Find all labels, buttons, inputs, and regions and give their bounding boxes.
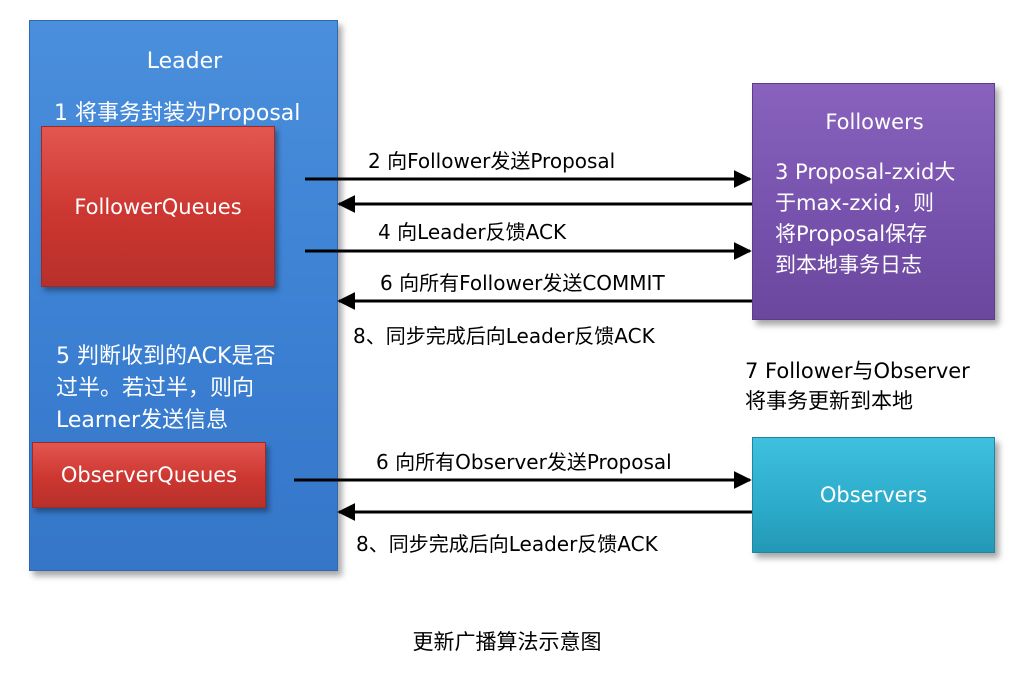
followers-title: Followers <box>825 110 924 134</box>
label-arrow-4: 4 向Leader反馈ACK <box>378 220 567 244</box>
follower-queues-label: FollowerQueues <box>74 194 242 219</box>
observers-title: Observers <box>819 483 928 507</box>
leader-step1-text: 1 将事务封装为Proposal <box>54 101 301 126</box>
leader-title: Leader <box>146 49 223 74</box>
label-arrow-6-follower: 6 向所有Follower发送COMMIT <box>380 271 665 295</box>
follower-queues-box: FollowerQueues <box>41 126 275 287</box>
label-arrow-8-follower: 8、同步完成后向Leader反馈ACK <box>353 324 655 348</box>
observer-queues-box: ObserverQueues <box>32 442 266 508</box>
observer-queues-label: ObserverQueues <box>60 463 238 487</box>
label-arrow-8-observer: 8、同步完成后向Leader反馈ACK <box>356 532 658 556</box>
label-arrow-6-observer: 6 向所有Observer发送Proposal <box>376 450 672 474</box>
leader-step5-text: 5 判断收到的ACK是否 过半。若过半，则向 Learner发送信息 <box>56 344 276 433</box>
followers-step3-text: 3 Proposal-zxid大 于max-zxid，则 将Proposal保存… <box>775 160 956 277</box>
figure-caption: 更新广播算法示意图 <box>412 630 602 654</box>
followers-box: Followers 3 Proposal-zxid大 于max-zxid，则 将… <box>752 83 995 320</box>
step7-text: 7 Follower与Observer 将事务更新到本地 <box>745 359 970 413</box>
observers-box: Observers <box>752 437 995 553</box>
label-arrow-2: 2 向Follower发送Proposal <box>368 149 616 173</box>
